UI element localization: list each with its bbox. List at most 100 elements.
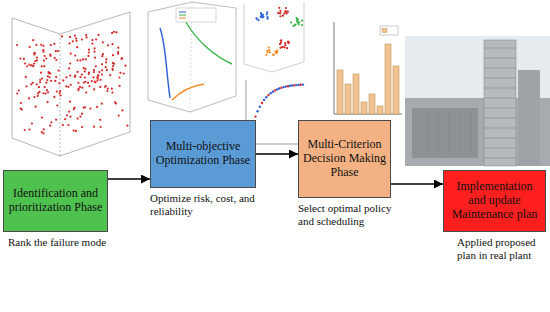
- data-point: [69, 36, 71, 38]
- plot-legend-box: [380, 26, 398, 35]
- data-point: [43, 65, 45, 67]
- data-point: [279, 15, 281, 17]
- data-point: [55, 59, 57, 61]
- data-point: [113, 31, 115, 33]
- data-point: [89, 108, 91, 110]
- data-point: [69, 74, 71, 76]
- data-point: [285, 7, 287, 9]
- data-point: [79, 59, 81, 61]
- data-point: [88, 85, 90, 87]
- data-point: [68, 42, 70, 44]
- data-point: [72, 40, 74, 42]
- data-point: [278, 87, 280, 89]
- data-point: [28, 129, 30, 131]
- tower-side: [518, 70, 540, 166]
- data-point: [118, 114, 120, 116]
- data-point: [81, 74, 83, 76]
- data-point: [286, 12, 288, 14]
- phase-caption: Select optimal policy and scheduling: [298, 202, 408, 228]
- data-point: [263, 99, 265, 101]
- data-point: [76, 46, 78, 48]
- data-point: [111, 88, 113, 90]
- data-point: [81, 113, 83, 115]
- data-point: [123, 72, 125, 74]
- data-point: [45, 57, 47, 59]
- data-point: [99, 119, 101, 121]
- data-point: [61, 35, 63, 37]
- data-point: [98, 71, 100, 73]
- data-point: [55, 119, 57, 121]
- data-point: [254, 115, 256, 117]
- data-point: [91, 39, 93, 41]
- data-point: [32, 65, 34, 67]
- data-point: [280, 39, 282, 41]
- pareto-curve: [172, 84, 204, 100]
- data-point: [46, 89, 48, 91]
- data-point: [74, 107, 76, 109]
- data-point: [41, 116, 43, 118]
- data-point: [20, 102, 22, 104]
- data-point: [97, 78, 99, 80]
- data-point: [81, 126, 83, 128]
- data-point: [106, 90, 108, 92]
- data-point: [284, 46, 286, 48]
- data-point: [86, 36, 88, 38]
- data-point: [260, 15, 262, 17]
- data-point: [88, 51, 90, 53]
- data-point: [297, 21, 299, 23]
- data-point: [85, 34, 87, 36]
- data-point: [276, 49, 278, 51]
- data-point: [93, 69, 95, 71]
- data-point: [257, 19, 259, 21]
- data-point: [83, 107, 85, 109]
- data-point: [262, 16, 264, 18]
- data-point: [96, 80, 98, 82]
- data-point: [58, 70, 60, 72]
- data-point: [284, 44, 286, 46]
- data-point: [284, 42, 286, 44]
- legend-sample: [179, 18, 186, 19]
- data-point: [265, 54, 267, 56]
- data-point: [25, 76, 27, 78]
- data-point: [121, 58, 123, 60]
- data-point: [75, 130, 77, 132]
- wall-rib: [416, 110, 417, 156]
- data-point: [34, 52, 36, 54]
- data-point: [280, 40, 282, 42]
- data-point: [101, 69, 103, 71]
- data-point: [68, 111, 70, 113]
- data-point: [44, 86, 46, 88]
- data-point: [16, 44, 18, 46]
- data-point: [77, 71, 79, 73]
- data-point: [106, 69, 108, 71]
- data-point: [276, 52, 278, 54]
- data-point: [111, 68, 113, 70]
- data-point: [39, 79, 41, 81]
- data-point: [31, 122, 33, 124]
- tower: [484, 40, 516, 166]
- data-point: [67, 124, 69, 126]
- data-point: [289, 85, 291, 87]
- data-point: [285, 10, 287, 12]
- data-point: [50, 80, 52, 82]
- data-point: [75, 40, 77, 42]
- data-point: [59, 92, 61, 94]
- axis-line: [12, 18, 13, 138]
- data-point: [82, 58, 84, 60]
- data-point: [69, 101, 71, 103]
- data-point: [32, 39, 34, 41]
- data-point: [70, 53, 72, 55]
- sky: [405, 36, 550, 166]
- data-point: [91, 80, 93, 82]
- axis-line: [60, 132, 130, 156]
- data-point: [49, 76, 51, 78]
- pareto-curve: [160, 28, 170, 98]
- data-point: [115, 31, 117, 33]
- wall-rib: [460, 110, 461, 156]
- data-point: [112, 65, 114, 67]
- data-point: [259, 106, 261, 108]
- data-point: [101, 73, 103, 75]
- bar: [337, 70, 343, 114]
- data-point: [79, 76, 81, 78]
- data-point: [105, 58, 107, 60]
